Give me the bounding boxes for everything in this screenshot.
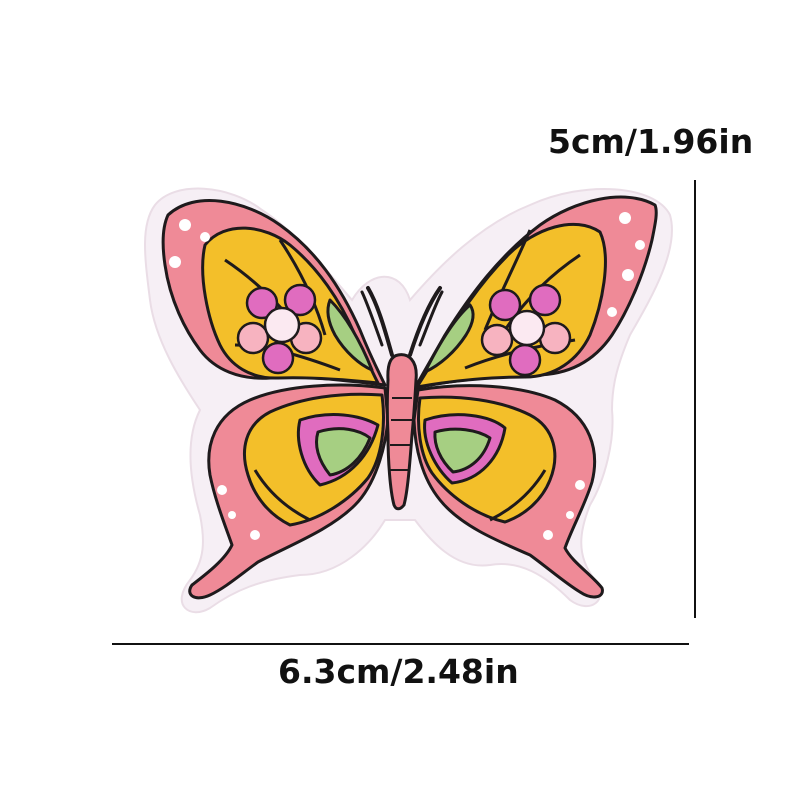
width-dimension-line <box>112 643 689 645</box>
left-flower <box>236 283 323 375</box>
right-upper-dots <box>607 212 645 317</box>
left-lower-dots <box>217 485 260 540</box>
height-dimension-label: 5cm/1.96in <box>548 122 754 161</box>
left-lower-wing <box>188 383 390 600</box>
butterfly-body <box>385 353 418 511</box>
right-upper-wing <box>413 195 658 390</box>
width-dimension-label: 6.3cm/2.48in <box>278 652 519 691</box>
right-flower <box>480 283 572 377</box>
height-dimension-line <box>694 180 696 618</box>
left-upper-dots <box>169 219 210 268</box>
right-lower-dots <box>543 480 585 540</box>
left-upper-wing <box>161 199 387 387</box>
antennae <box>360 286 444 357</box>
right-lower-wing <box>412 384 604 599</box>
